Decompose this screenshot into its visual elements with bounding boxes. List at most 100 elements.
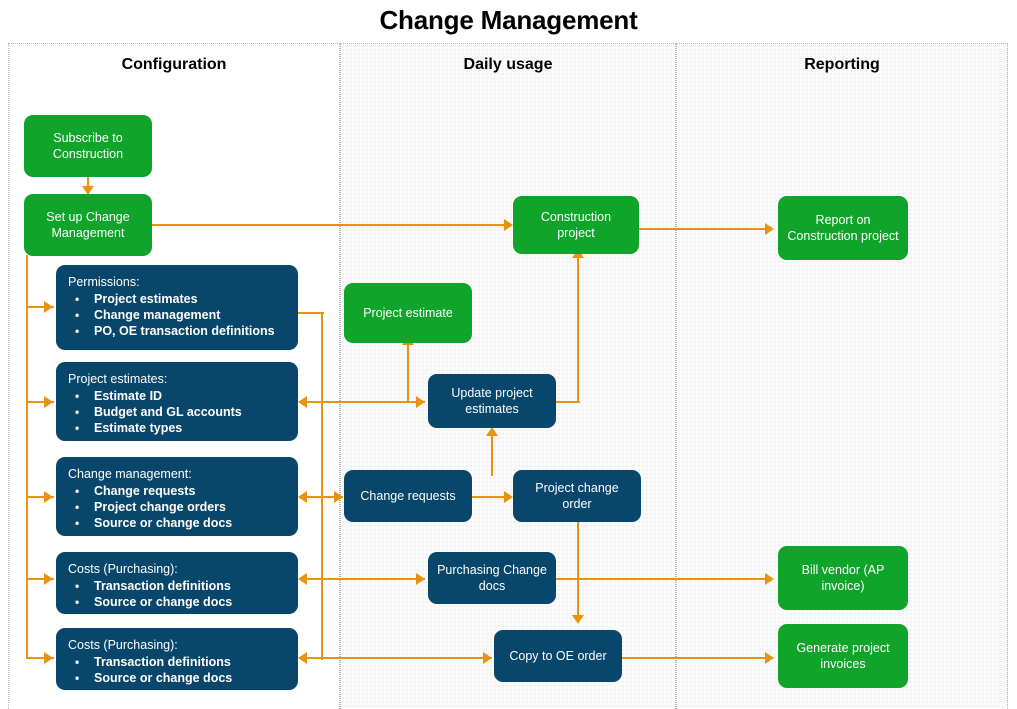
- connector-setup-to-construction: [152, 224, 512, 227]
- list-item: Source or change docs: [68, 594, 288, 610]
- arrowhead-change-requests-to-change-order: [504, 491, 513, 503]
- connector-change-requests-to-change-order: [472, 496, 506, 499]
- arrowhead-setup-to-construction: [504, 219, 513, 231]
- arrowhead-trunk-to-change-management: [44, 491, 53, 503]
- list-item: Change management: [68, 307, 288, 323]
- node-change-requests[interactable]: Change requests: [344, 470, 472, 522]
- node-item-list: Change requests Project change orders So…: [68, 483, 288, 531]
- connector-change-requests-up: [491, 434, 494, 476]
- node-label: Subscribe to Construction: [52, 131, 124, 161]
- connector-update-to-project-estimates: [307, 401, 425, 404]
- arrowhead-to-purchasing-change-docs: [416, 573, 425, 585]
- arrowhead-to-change-requests: [334, 491, 343, 503]
- connector-change-management-to-change-requests: [307, 496, 343, 499]
- node-purchasing-change-docs[interactable]: Purchasing Change docs: [428, 552, 556, 604]
- list-item: Transaction definitions: [68, 578, 288, 594]
- arrowhead-to-project-estimates-box: [298, 396, 307, 408]
- lane-title-configuration: Configuration: [121, 56, 227, 73]
- arrowhead-trunk-to-costs-2: [44, 652, 53, 664]
- arrowhead-change-requests-to-update: [486, 427, 498, 436]
- node-label: Project estimate: [363, 306, 453, 320]
- node-heading: Costs (Purchasing):: [68, 562, 178, 576]
- arrowhead-purchasing-to-bill-vendor: [765, 573, 774, 585]
- arrowhead-copy-oe-to-generate-invoices: [765, 652, 774, 664]
- connector-copy-oe-to-costs-2: [307, 657, 492, 660]
- node-label: Update project estimates: [451, 386, 533, 416]
- node-label: Generate project invoices: [796, 641, 890, 671]
- list-item: Project estimates: [68, 291, 288, 307]
- node-heading: Project estimates:: [68, 372, 168, 386]
- arrowhead-to-copy-to-oe-order: [483, 652, 492, 664]
- arrowhead-to-costs-2-box: [298, 652, 307, 664]
- node-project-estimates[interactable]: Project estimates: Estimate ID Budget an…: [56, 362, 298, 441]
- node-item-list: Estimate ID Budget and GL accounts Estim…: [68, 388, 288, 436]
- list-item: Change requests: [68, 483, 288, 499]
- arrowhead-to-costs-1-box: [298, 573, 307, 585]
- arrowhead-to-update-project-estimates: [416, 396, 425, 408]
- connector-construction-to-report: [638, 228, 770, 231]
- node-construction-project[interactable]: Construction project: [513, 196, 639, 254]
- list-item: PO, OE transaction definitions: [68, 323, 288, 339]
- node-label: Set up Change Management: [46, 210, 130, 240]
- arrowhead-trunk-to-permissions: [44, 301, 53, 313]
- connector-copy-oe-to-generate-invoices: [622, 657, 770, 660]
- node-item-list: Project estimates Change management PO, …: [68, 291, 288, 339]
- list-item: Source or change docs: [68, 515, 288, 531]
- list-item: Source or change docs: [68, 670, 288, 686]
- connector-permissions-to-right-trunk: [298, 312, 324, 315]
- node-set-up-change-management[interactable]: Set up Change Management: [24, 194, 152, 256]
- arrowhead-trunk-to-project-estimates: [44, 396, 53, 408]
- node-subscribe-to-construction[interactable]: Subscribe to Construction: [24, 115, 152, 177]
- arrowhead-to-copy-oe-from-change-order: [572, 615, 584, 624]
- page-title: Change Management: [379, 5, 638, 35]
- list-item: Transaction definitions: [68, 654, 288, 670]
- connector-trunk-to-project-estimates: [26, 401, 54, 404]
- node-costs-purchasing-1[interactable]: Costs (Purchasing): Transaction definiti…: [56, 552, 298, 614]
- connector-subscribe-to-setup: [87, 176, 90, 194]
- node-copy-to-oe-order[interactable]: Copy to OE order: [494, 630, 622, 682]
- node-project-estimate[interactable]: Project estimate: [344, 283, 472, 343]
- node-label: Bill vendor (AP invoice): [801, 563, 885, 593]
- node-label: Purchasing Change docs: [437, 563, 547, 593]
- node-update-project-estimates[interactable]: Update project estimates: [428, 374, 556, 428]
- list-item: Estimate types: [68, 420, 288, 436]
- node-label: Project change order: [535, 481, 619, 511]
- arrowhead-subscribe-to-setup: [82, 186, 94, 195]
- connector-update-to-mid-trunk: [556, 401, 580, 404]
- node-label: Construction project: [540, 210, 612, 240]
- connector-trunk-to-costs-1: [26, 578, 54, 581]
- list-item: Project change orders: [68, 499, 288, 515]
- node-project-change-order[interactable]: Project change order: [513, 470, 641, 522]
- lane-title-reporting: Reporting: [804, 56, 880, 73]
- node-change-management[interactable]: Change management: Change requests Proje…: [56, 457, 298, 536]
- node-label: Report on Construction project: [787, 213, 899, 243]
- node-report-on-construction-project[interactable]: Report on Construction project: [778, 196, 908, 260]
- node-bill-vendor[interactable]: Bill vendor (AP invoice): [778, 546, 908, 610]
- connector-config-trunk: [26, 255, 29, 659]
- connector-trunk-to-permissions: [26, 306, 54, 309]
- connector-purchasing-to-costs-1: [307, 578, 425, 581]
- node-item-list: Transaction definitions Source or change…: [68, 654, 288, 686]
- node-heading: Permissions:: [68, 275, 140, 289]
- arrowhead-trunk-to-costs-1: [44, 573, 53, 585]
- node-costs-purchasing-2[interactable]: Costs (Purchasing): Transaction definiti…: [56, 628, 298, 690]
- list-item: Budget and GL accounts: [68, 404, 288, 420]
- connector-trunk-to-change-management: [26, 496, 54, 499]
- connector-up-to-project-estimate: [407, 343, 410, 401]
- connector-change-order-to-copy-oe: [577, 522, 580, 622]
- node-heading: Change management:: [68, 467, 192, 481]
- connector-mid-trunk-up: [577, 258, 580, 403]
- node-label: Change requests: [360, 489, 456, 503]
- connector-trunk-to-costs-2: [26, 657, 54, 660]
- arrowhead-construction-to-report: [765, 223, 774, 235]
- node-generate-project-invoices[interactable]: Generate project invoices: [778, 624, 908, 688]
- list-item: Estimate ID: [68, 388, 288, 404]
- arrowhead-to-change-management-box: [298, 491, 307, 503]
- node-label: Copy to OE order: [509, 649, 607, 663]
- node-permissions[interactable]: Permissions: Project estimates Change ma…: [56, 265, 298, 350]
- lane-title-daily-usage: Daily usage: [463, 56, 553, 73]
- connector-purchasing-to-bill-vendor: [556, 578, 770, 581]
- node-item-list: Transaction definitions Source or change…: [68, 578, 288, 610]
- node-heading: Costs (Purchasing):: [68, 638, 178, 652]
